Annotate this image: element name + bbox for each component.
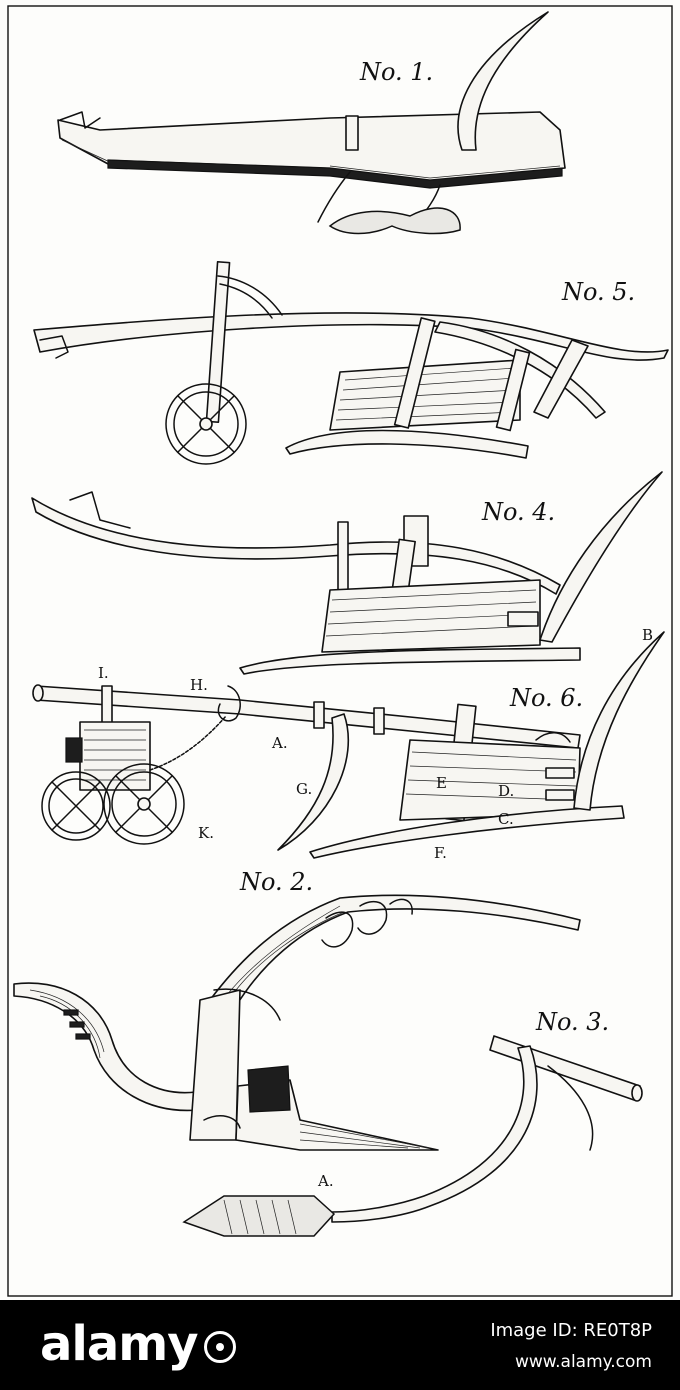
figure-label-no2: No. 2. xyxy=(239,868,313,896)
figure-label-no6: No. 6. xyxy=(509,684,583,712)
label-G: G. xyxy=(296,780,312,798)
label-E: E xyxy=(436,774,447,792)
label-K: K. xyxy=(198,824,214,842)
label-D: D. xyxy=(498,782,514,800)
label-I: I. xyxy=(98,664,109,682)
plough-no4 xyxy=(31,471,663,675)
engraving-plate: No. 1. No. 5. No. 4. xyxy=(7,5,673,1297)
figure-label-no4: No. 4. xyxy=(481,498,555,526)
label-B: B xyxy=(642,626,653,644)
site-url-text: www.alamy.com xyxy=(514,1352,652,1372)
plate-border xyxy=(7,5,673,1297)
figure-label-no3: No. 3. xyxy=(535,1008,609,1036)
label-A: A. xyxy=(271,734,288,752)
figure-label-no1: No. 1. xyxy=(359,58,433,86)
label-H: H. xyxy=(190,676,208,694)
brand-logo: alamy xyxy=(40,1316,236,1372)
label-A-no3: A. xyxy=(317,1172,334,1190)
plough-no2 xyxy=(13,894,581,1151)
watermark-bar: alamy Image ID: RE0T8P www.alamy.com xyxy=(0,1300,680,1390)
brand-circle-icon xyxy=(203,1331,236,1363)
plough-no3 xyxy=(182,1035,643,1237)
brand-text: alamy xyxy=(40,1316,199,1372)
plough-engravings: No. 1. No. 5. No. 4. xyxy=(7,5,673,1297)
plough-no6 xyxy=(32,631,665,859)
label-C: C. xyxy=(498,810,514,828)
plough-no5 xyxy=(33,260,669,465)
label-F: F. xyxy=(434,844,447,862)
image-id-text: Image ID: RE0T8P xyxy=(490,1320,652,1341)
figure-label-no5: No. 5. xyxy=(561,278,635,306)
plough-no1 xyxy=(57,11,566,235)
